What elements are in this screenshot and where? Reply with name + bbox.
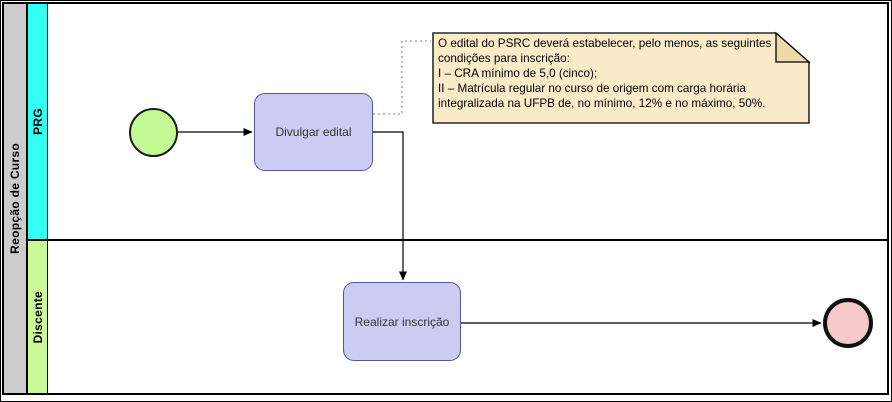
pool-header[interactable]: Reopção de Curso bbox=[4, 4, 28, 393]
end-event[interactable] bbox=[823, 298, 873, 348]
lane-discente: Discente bbox=[28, 241, 887, 393]
annotation-line: II – Matrícula regular no curso de orige… bbox=[438, 81, 746, 95]
task-realizar-inscricao-label: Realizar inscrição bbox=[354, 314, 450, 329]
lane-body-discente bbox=[48, 241, 887, 393]
start-event[interactable] bbox=[129, 108, 178, 157]
annotation-text[interactable]: O edital do PSRC deverá estabelecer, pel… bbox=[438, 37, 802, 112]
annotation-line: O edital do PSRC deverá estabelecer, pel… bbox=[438, 37, 772, 50]
lane-prg-label-text: PRG bbox=[30, 108, 45, 135]
annotation-line: I – CRA mínimo de 5,0 (cinco); bbox=[438, 66, 598, 80]
annotation-line: integralizada na UFPB de, no mínimo, 12%… bbox=[438, 96, 766, 110]
task-divulgar-edital-label: Divulgar edital bbox=[275, 125, 352, 139]
pool-label: Reopção de Curso bbox=[8, 143, 22, 254]
lane-discente-label-text: Discente bbox=[30, 290, 45, 344]
annotation-line: condições para inscrição: bbox=[438, 51, 570, 65]
lane-label-discente[interactable]: Discente bbox=[28, 241, 48, 393]
task-realizar-inscricao[interactable]: Realizar inscrição bbox=[343, 282, 461, 361]
lane-label-prg[interactable]: PRG bbox=[28, 4, 48, 239]
task-divulgar-edital[interactable]: Divulgar edital bbox=[254, 93, 373, 171]
